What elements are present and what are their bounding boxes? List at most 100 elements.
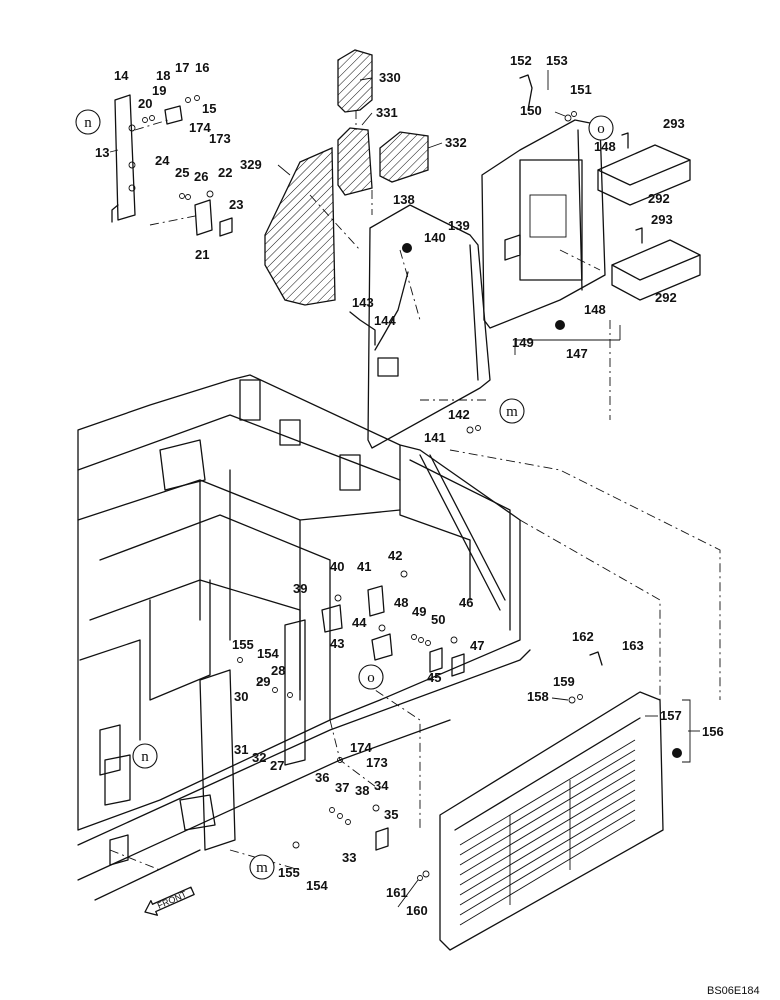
callout: 156	[702, 724, 724, 739]
callout: 144	[374, 313, 396, 328]
callout: 20	[138, 96, 152, 111]
callout: 25	[175, 165, 189, 180]
callout-labels: 13 14 15 16 17 18 19 20 21 22 23 24 25 2…	[95, 53, 724, 918]
block-330	[337, 49, 373, 113]
callout: 158	[527, 689, 549, 704]
callout: 329	[240, 157, 262, 172]
main-frame-drawing	[77, 374, 531, 901]
callout: 50	[431, 612, 445, 627]
callout: 154	[257, 646, 279, 661]
callout: 138	[393, 192, 415, 207]
svg-text:n: n	[84, 115, 92, 131]
callout: 157	[660, 708, 682, 723]
svg-text:o: o	[597, 121, 605, 137]
callout: 293	[663, 116, 685, 131]
callout: 43	[330, 636, 344, 651]
callout: 35	[384, 807, 398, 822]
callout: 46	[459, 595, 473, 610]
front-arrow-label: FRONT	[156, 889, 189, 911]
callout: 39	[293, 581, 307, 596]
callout: 293	[651, 212, 673, 227]
ref-marker-n: n	[75, 109, 101, 135]
callout: 42	[388, 548, 402, 563]
ref-marker-n: n	[132, 743, 158, 769]
callout: 41	[357, 559, 371, 574]
ref-marker-o: o	[588, 115, 614, 141]
callout: 19	[152, 83, 166, 98]
louver-grille	[459, 739, 636, 926]
middle-hardware	[237, 111, 583, 881]
callout: 142	[448, 407, 470, 422]
callout: 160	[406, 903, 428, 918]
callout: 141	[424, 430, 446, 445]
front-arrow: FRONT	[144, 886, 195, 916]
callout: 149	[512, 335, 534, 350]
callout: 292	[648, 191, 670, 206]
callout: 26	[194, 169, 208, 184]
door-panel-138	[349, 204, 491, 449]
callout: 47	[470, 638, 484, 653]
callout: 27	[270, 758, 284, 773]
door-panel-147	[481, 74, 621, 355]
svg-text:n: n	[141, 749, 149, 765]
callout: 23	[229, 197, 243, 212]
callout: 154	[306, 878, 328, 893]
callout: 38	[355, 783, 369, 798]
svg-text:m: m	[506, 404, 518, 420]
drawing-code: BS06E184	[707, 985, 760, 997]
callout: 330	[379, 70, 401, 85]
marker-dot	[672, 748, 682, 758]
ref-marker-m: m	[249, 854, 275, 880]
callout: 148	[594, 139, 616, 154]
callout: 32	[252, 750, 266, 765]
callout: 37	[335, 780, 349, 795]
callout: 30	[234, 689, 248, 704]
callout: 147	[566, 346, 588, 361]
callout: 31	[234, 742, 248, 757]
callout: 163	[622, 638, 644, 653]
ref-marker-o: o	[358, 664, 384, 690]
callout: 16	[195, 60, 209, 75]
block-329	[264, 147, 336, 306]
callout: 150	[520, 103, 542, 118]
trays-292	[597, 132, 701, 301]
callout: 44	[352, 615, 367, 630]
callout: 34	[374, 778, 389, 793]
callout: 28	[271, 663, 285, 678]
callout: 148	[584, 302, 606, 317]
insulation-blocks	[264, 49, 429, 306]
marker-dot	[555, 320, 565, 330]
callout: 24	[155, 153, 170, 168]
callout: 174	[350, 740, 372, 755]
callout: 13	[95, 145, 109, 160]
svg-text:o: o	[367, 670, 375, 686]
callout: 49	[412, 604, 426, 619]
callout: 153	[546, 53, 568, 68]
side-panel-156	[439, 651, 691, 951]
callout: 15	[202, 101, 216, 116]
callout: 159	[553, 674, 575, 689]
block-331	[337, 127, 373, 196]
callout: 173	[209, 131, 231, 146]
callout: 155	[278, 865, 300, 880]
bracket-13-assembly	[111, 94, 233, 237]
callout: 332	[445, 135, 467, 150]
callout: 151	[570, 82, 592, 97]
svg-text:m: m	[256, 860, 268, 876]
callout: 140	[424, 230, 446, 245]
callout: 139	[448, 218, 470, 233]
callout: 155	[232, 637, 254, 652]
callout: 152	[510, 53, 532, 68]
callout: 33	[342, 850, 356, 865]
callout: 36	[315, 770, 329, 785]
callout: 292	[655, 290, 677, 305]
callout: 14	[114, 68, 129, 83]
callout: 29	[256, 674, 270, 689]
block-332	[379, 131, 429, 183]
callout: 40	[330, 559, 344, 574]
callout: 143	[352, 295, 374, 310]
reference-markers: n n o o m m	[75, 109, 614, 880]
callout: 45	[427, 670, 441, 685]
callout: 331	[376, 105, 398, 120]
